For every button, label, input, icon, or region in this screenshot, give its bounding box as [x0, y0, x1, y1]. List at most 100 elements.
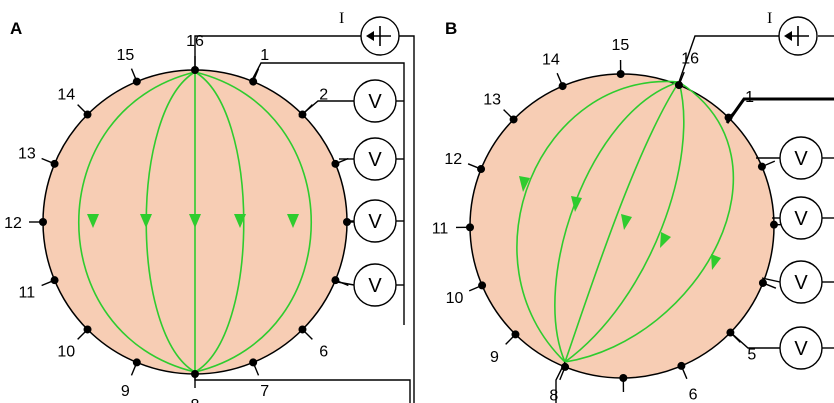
arrow-b-5	[711, 254, 721, 270]
voltmeter-a-3: V	[353, 199, 397, 243]
voltmeter-b-2: V	[779, 196, 823, 240]
electrode-label-b-8: 8	[549, 388, 558, 403]
voltmeter-a-1-label: V	[368, 91, 382, 113]
electrode-label-b-16: 16	[681, 50, 699, 67]
electrode-label-a-2: 2	[319, 86, 328, 103]
field-line-a-5	[194, 71, 313, 373]
voltmeter-a-4-label: V	[368, 275, 382, 297]
arrow-b-2	[571, 196, 582, 212]
current-source-a-label: I	[339, 10, 344, 27]
electrode-label-a-10: 10	[57, 344, 75, 361]
wire-a-e8	[194, 372, 411, 403]
electrode-lead-a-9	[130, 362, 138, 376]
electrode-lead-a-15	[130, 68, 138, 82]
field-line-b-4	[564, 81, 685, 363]
electrode-label-a-13: 13	[18, 145, 36, 162]
panel-a: A 12345678910111213141516	[4, 10, 415, 403]
voltmeter-a-3-label: V	[368, 211, 382, 233]
electrode-lead-b-16	[678, 71, 685, 86]
voltmeter-b-1: V	[779, 136, 823, 180]
wire-a-e2	[298, 100, 354, 118]
wires-a	[194, 35, 415, 403]
electrode-label-b-13: 13	[483, 91, 501, 108]
field-line-a-4	[194, 71, 245, 373]
electrode-lead-b-4	[762, 282, 777, 289]
arrow-b-4	[660, 232, 671, 248]
arrow-b-1	[519, 176, 530, 192]
electrode-lead-b-8	[559, 366, 566, 381]
electrode-label-b-9: 9	[490, 349, 499, 366]
electrode-label-b-12: 12	[444, 151, 462, 168]
electrode-lead-b-9	[505, 333, 516, 345]
field-arrows-b	[519, 176, 721, 270]
arrow-b-3	[621, 214, 632, 230]
arrow-a-3	[189, 214, 201, 228]
wire-b-e5	[761, 277, 781, 283]
electrode-lead-b-6	[680, 365, 688, 380]
electrode-lead-a-11	[41, 279, 55, 287]
electrode-lead-a-7	[252, 362, 260, 376]
field-lines-b	[516, 80, 735, 363]
electrode-label-a-9: 9	[121, 383, 130, 400]
current-source-a: I	[339, 10, 400, 56]
electrode-lead-a-14	[77, 104, 89, 116]
voltmeter-b-4-label: V	[794, 338, 808, 360]
electrode-lead-b-13	[503, 109, 515, 120]
voltmeter-b-3-label: V	[794, 272, 808, 294]
electrode-label-b-10: 10	[446, 290, 464, 307]
electrode-label-b-7: 7	[619, 401, 628, 403]
wire-a-source-out	[398, 35, 415, 403]
electrode-label-a-8: 8	[191, 397, 200, 403]
electrode-label-a-6: 6	[319, 344, 328, 361]
field-line-b-3	[564, 81, 680, 363]
arrow-a-1	[87, 214, 99, 228]
electrode-lead-b-2	[761, 160, 776, 168]
arrow-a-2	[140, 214, 152, 228]
voltmeter-b-1-label: V	[794, 148, 808, 170]
field-line-b-1	[516, 80, 680, 363]
field-line-a-1	[77, 71, 196, 373]
wires-b	[555, 35, 834, 403]
electrode-label-a-12: 12	[4, 215, 22, 232]
electrode-label-b-5: 5	[747, 347, 756, 364]
electrode-label-a-7: 7	[260, 383, 269, 400]
electrode-lead-a-10	[77, 328, 89, 340]
electrode-label-a-15: 15	[116, 47, 134, 64]
panel-b-label: B	[445, 19, 457, 38]
voltmeter-a-1: V	[353, 79, 397, 123]
wire-b-e2	[725, 97, 834, 124]
current-source-b-label: I	[767, 10, 772, 27]
voltmeter-a-2-label: V	[368, 149, 382, 171]
electrode-lead-a-13	[41, 157, 55, 165]
arrow-a-4	[234, 214, 246, 228]
electrode-lead-b-14	[556, 72, 564, 87]
electrode-label-b-14: 14	[542, 51, 560, 68]
wire-a-e1	[251, 62, 405, 325]
wire-b-source-in	[678, 35, 779, 83]
voltmeter-a-4: V	[353, 263, 397, 307]
electrode-label-b-15: 15	[612, 37, 630, 54]
current-source-a-arrow-icon	[366, 31, 374, 41]
electrode-lead-b-10	[468, 284, 483, 292]
voltmeter-b-2-label: V	[794, 208, 808, 230]
wire-a-source-in	[194, 35, 361, 72]
voltmeter-b-3: V	[779, 260, 823, 304]
panel-b: B 12345678910111213141516	[432, 10, 834, 403]
wire-b-e6	[728, 330, 780, 349]
voltmeter-a-2: V	[353, 137, 397, 181]
arrow-a-5	[287, 214, 299, 228]
current-source-b-arrow-icon	[784, 31, 792, 41]
electrode-label-a-1: 1	[260, 47, 269, 64]
electrode-label-b-6: 6	[689, 387, 698, 403]
panel-a-label: A	[10, 19, 22, 38]
electrode-lead-a-6	[301, 328, 313, 340]
electrode-lead-b-12	[467, 163, 482, 170]
field-arrows-a	[87, 214, 299, 228]
field-line-b-5	[564, 81, 735, 363]
voltmeter-b-4: V	[779, 326, 823, 370]
wire-a-e5	[331, 280, 355, 286]
current-source-b: I	[767, 10, 818, 56]
electrode-label-a-11: 11	[19, 285, 36, 302]
wire-b-e9	[555, 361, 566, 403]
electrode-label-a-14: 14	[57, 86, 75, 103]
